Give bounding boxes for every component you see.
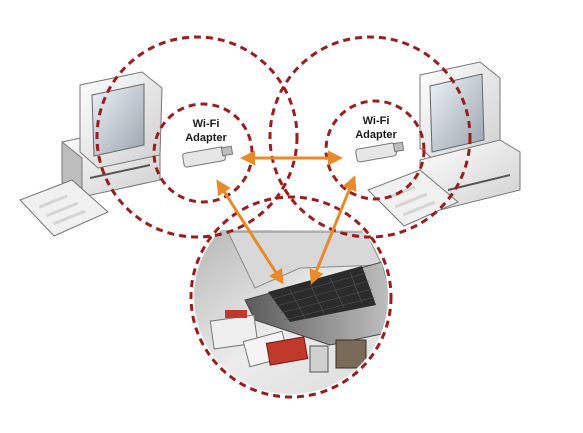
- connection-arrows: [216, 150, 357, 285]
- left-adapter-label-line2: Adapter: [185, 132, 227, 144]
- right-adapter-inner-circle: [324, 99, 426, 201]
- left-desktop-computer-icon: [19, 71, 163, 237]
- right-adapter-to-laptop-arrow: [309, 175, 357, 285]
- right-range-circle: [268, 35, 472, 239]
- left-adapter-to-laptop-arrow: [216, 179, 284, 285]
- laptop-photo: [194, 230, 388, 394]
- left-range-circle: [95, 35, 299, 239]
- laptop-range-circle: [189, 195, 393, 399]
- right-wifi-adapter-icon: [355, 141, 405, 163]
- right-adapter-label-line2: Adapter: [355, 129, 397, 141]
- left-adapter-label-line1: Wi-Fi: [193, 118, 220, 130]
- right-adapter-label-line1: Wi-Fi: [363, 115, 390, 127]
- left-wifi-adapter-icon: [182, 145, 234, 168]
